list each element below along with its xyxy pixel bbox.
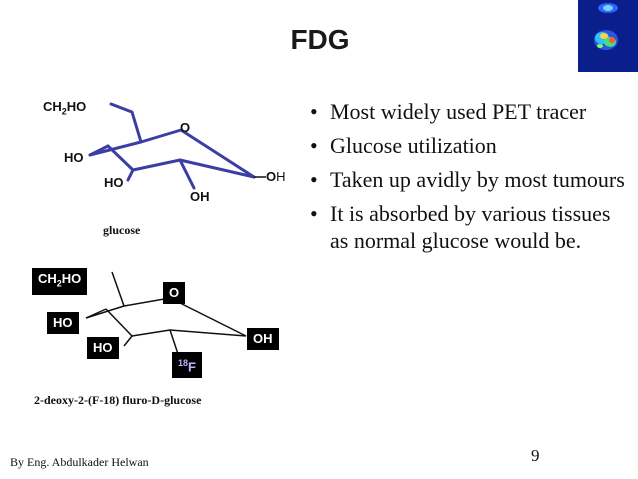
bullet-item: It is absorbed by various tissues as nor… (305, 200, 625, 254)
fdg-ch2ho-label: CH2HO (32, 268, 88, 295)
glucose-ho-left-label: HO (64, 150, 84, 165)
page-number: 9 (531, 446, 540, 465)
bullet-item: Taken up avidly by most tumours (305, 166, 625, 193)
bullet-item: Most widely used PET tracer (305, 98, 625, 125)
glucose-structure-diagram (88, 102, 266, 190)
pet-scan-thumbnail-icon (578, 0, 638, 72)
glucose-oh-bottom-label: OH (190, 189, 210, 204)
glucose-ho-bottom-label: HO (104, 175, 124, 190)
glucose-ring-oxygen-label: O (180, 120, 191, 135)
bullet-item: Glucose utilization (305, 132, 625, 159)
glucose-caption: glucose (103, 223, 141, 237)
glucose-oh-right-label: OH (266, 169, 286, 184)
fdg-ho-bottom-label: HO (87, 337, 119, 359)
fdg-ring-oxygen-label: O (163, 282, 186, 304)
fdg-structure-diagram (85, 271, 247, 355)
bullet-list: Most widely used PET tracer Glucose util… (305, 98, 625, 261)
fdg-ho-left-label: HO (47, 312, 79, 334)
fdg-oh-right-label: OH (247, 328, 279, 350)
glucose-ch2ho-label: CH2HO (43, 99, 87, 117)
fdg-caption: 2-deoxy-2-(F-18) fluro-D-glucose (34, 393, 202, 407)
slide-title: FDG (290, 24, 350, 55)
fdg-fluorine-18-label: 18F (172, 352, 202, 379)
slide-footer: By Eng. Abdulkader Helwan (10, 455, 149, 469)
